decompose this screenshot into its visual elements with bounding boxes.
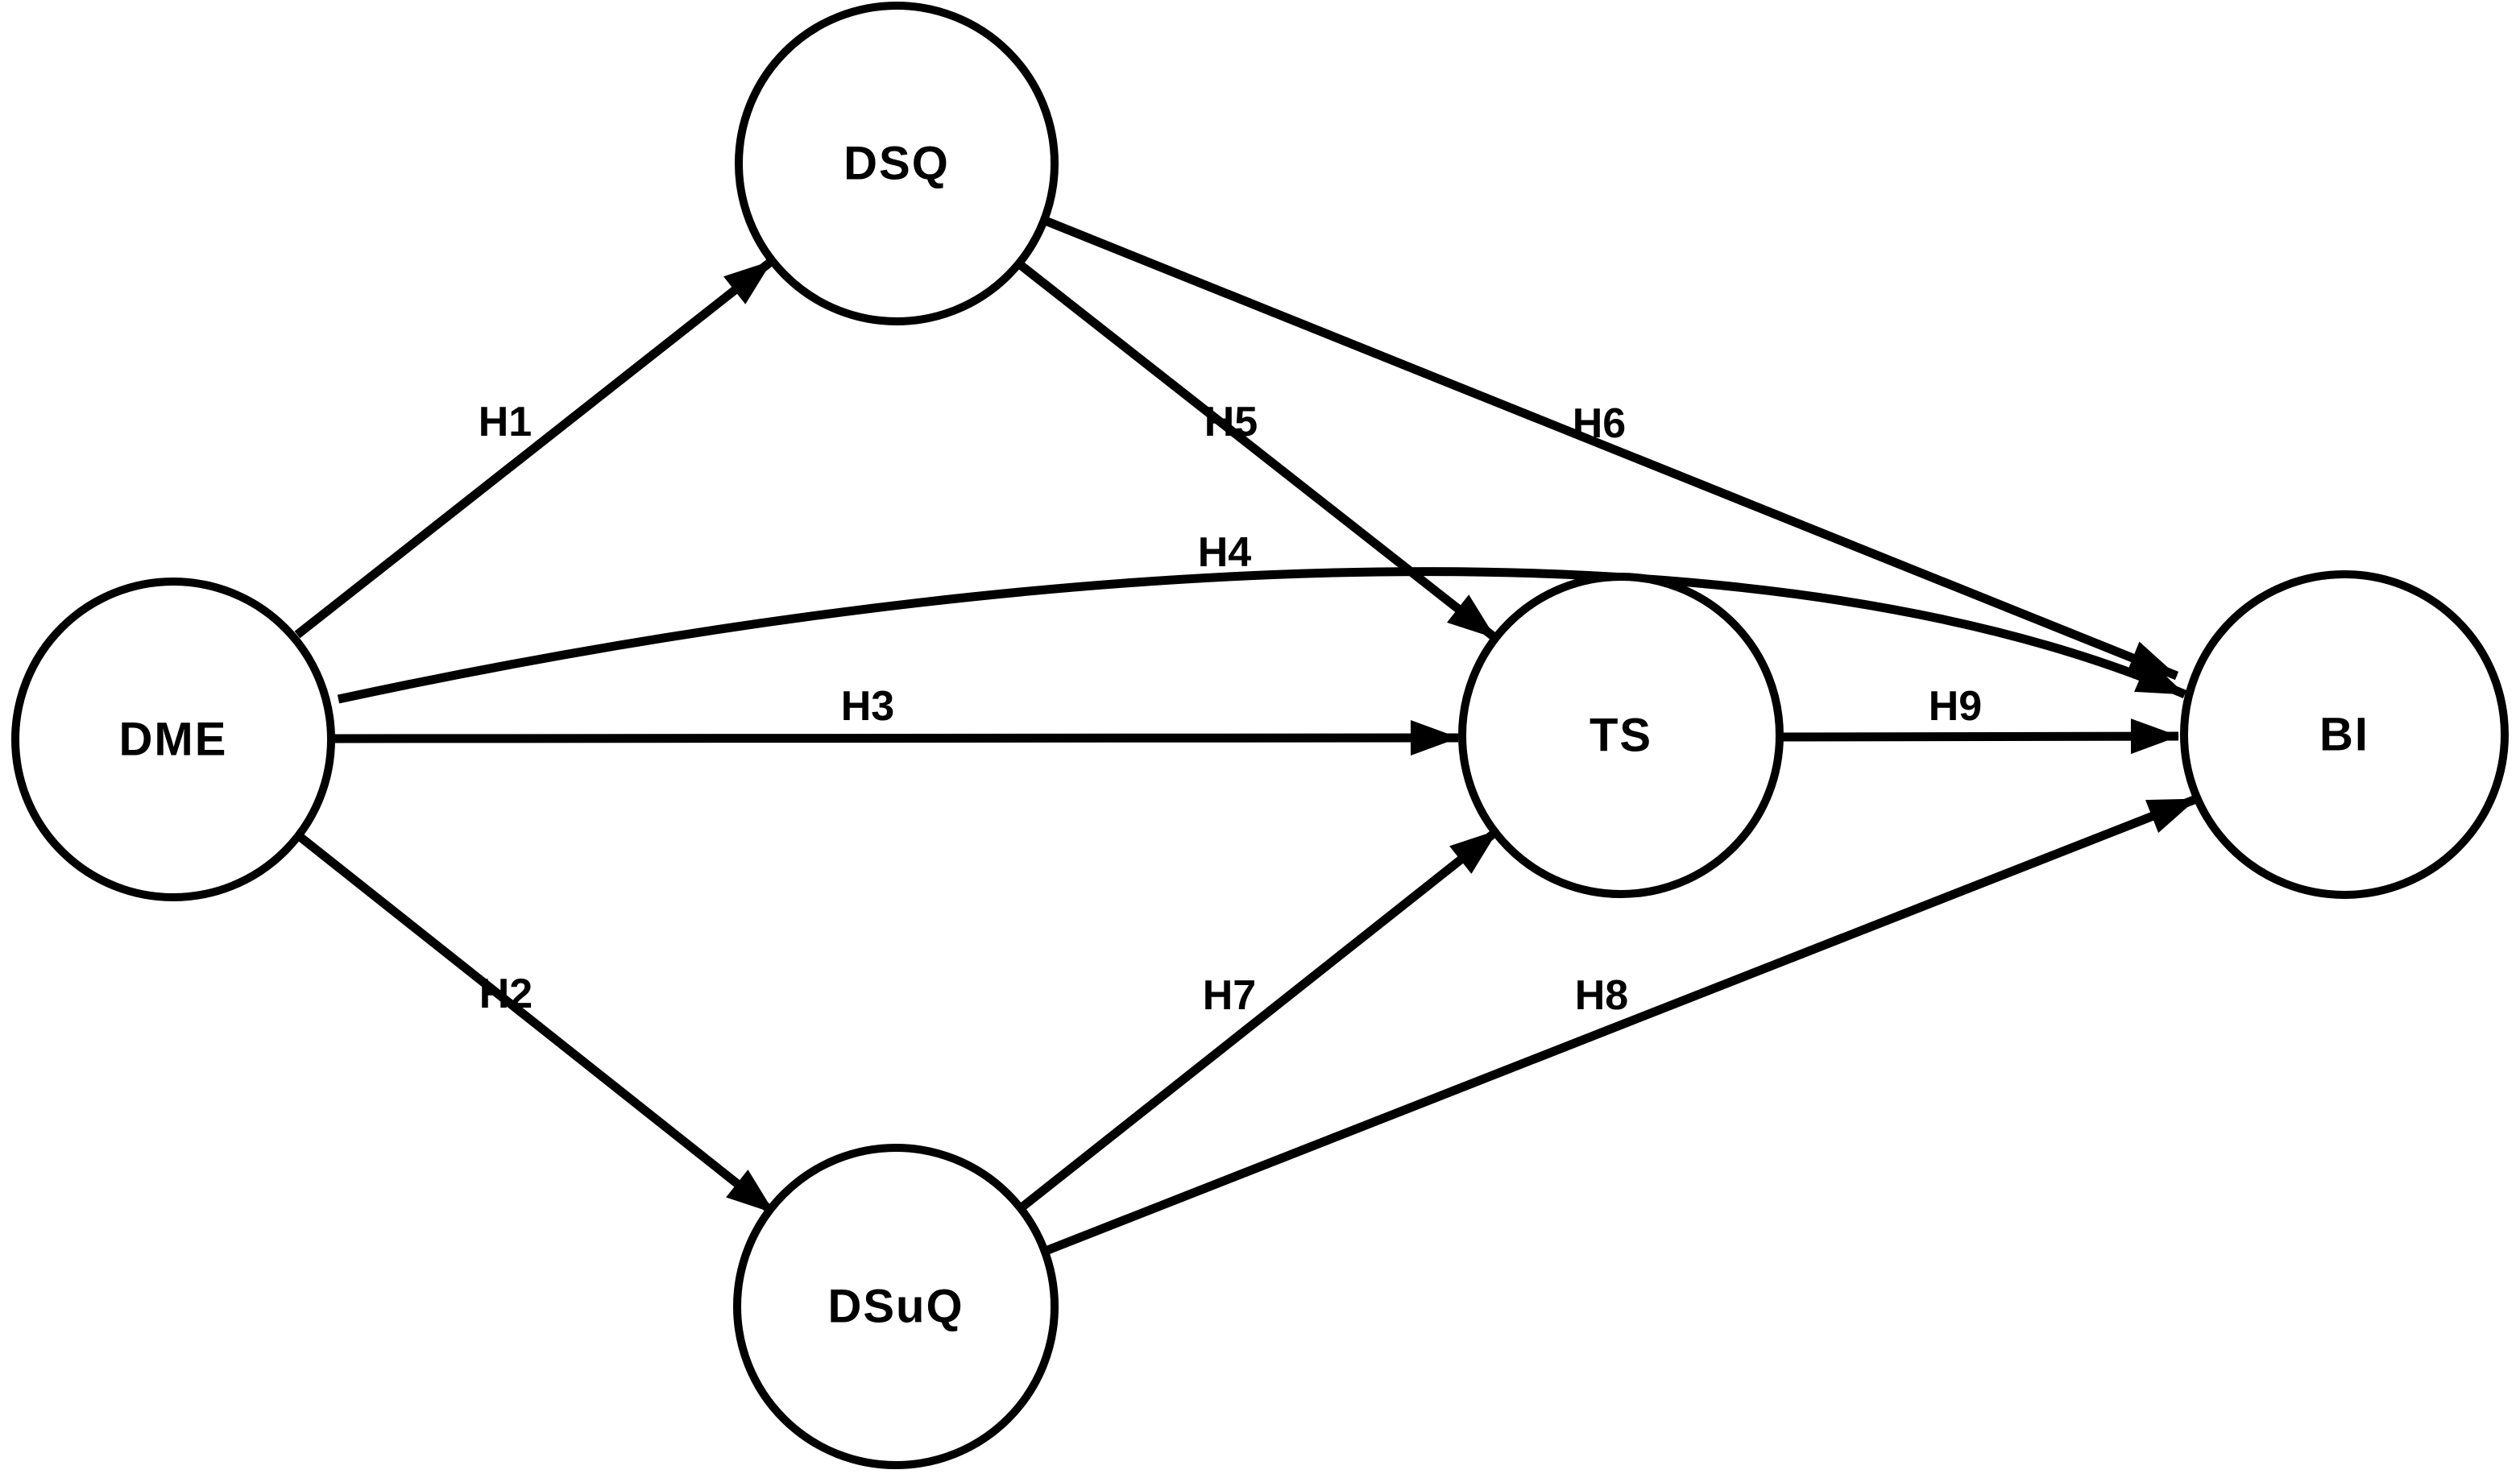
- edge-h2-arrow: [295, 831, 777, 1217]
- edge-h1-arrow: [294, 257, 775, 639]
- node-bi-label: BI: [2319, 709, 2369, 761]
- edge-h8-label: H8: [1575, 972, 1628, 1019]
- edge-h7-label: H7: [1203, 972, 1256, 1019]
- edge-h4-label: H4: [1198, 529, 1252, 576]
- edge-h6-label: H6: [1573, 400, 1626, 447]
- node-dme-label: DME: [119, 714, 228, 766]
- edge-h4-arrow: [337, 567, 2187, 704]
- edge-h9-arrow: [1781, 718, 2179, 755]
- node-dsuq-circle: [733, 1144, 1059, 1469]
- edge-h2-label: H2: [479, 971, 533, 1017]
- node-dsq-circle: [735, 2, 1059, 325]
- edge-h1-label: H1: [479, 399, 532, 445]
- edge-h3-arrow: [334, 720, 1459, 756]
- node-dsq-label: DSQ: [843, 138, 950, 190]
- node-ts-circle: [1458, 573, 1784, 898]
- edge-h3-label: H3: [841, 683, 894, 730]
- edge-h6-arrow: [1045, 217, 2179, 681]
- edge-h9-label: H9: [1929, 683, 1982, 730]
- node-dme-circle: [11, 578, 335, 901]
- edge-h8-arrow: [1043, 794, 2199, 1256]
- node-bi-circle: [2180, 570, 2509, 899]
- edge-h5-label: H5: [1204, 399, 1258, 445]
- edge-h7-arrow: [1018, 826, 1501, 1212]
- node-ts-label: TS: [1590, 710, 1652, 762]
- edge-h5-arrow: [1018, 262, 1498, 642]
- node-dsuq-label: DSuQ: [827, 1281, 964, 1333]
